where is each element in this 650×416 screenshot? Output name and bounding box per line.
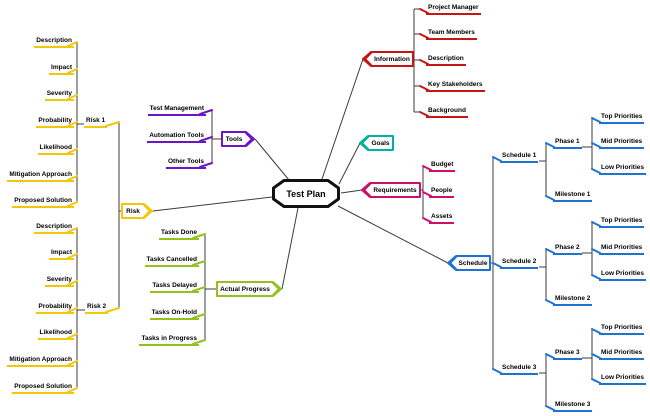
node-schedule-2[interactable]: Schedule 2: [500, 257, 539, 269]
node-risk2-mitigation-approach[interactable]: Mitigation Approach: [7, 355, 74, 367]
node-people[interactable]: People: [429, 186, 455, 198]
node-test-plan[interactable]: Test Plan: [272, 179, 340, 208]
tools-label: Tools: [225, 135, 243, 143]
node-information[interactable]: Information: [362, 51, 414, 67]
node-schedule-3[interactable]: Schedule 3: [500, 363, 539, 375]
node-risk1-impact[interactable]: Impact: [49, 63, 74, 75]
risk-banner-shape: [121, 203, 153, 219]
schedule-banner-shape: [447, 255, 491, 271]
node-tasks-cancelled[interactable]: Tasks Cancelled: [144, 255, 199, 267]
node-requirements[interactable]: Requirements: [361, 182, 421, 198]
node-risk1-likelihood[interactable]: Likelihood: [37, 143, 74, 155]
node-risk1-description[interactable]: Description: [34, 36, 74, 48]
risk-label: Risk: [126, 207, 140, 215]
node-risk-1[interactable]: Risk 1: [84, 116, 108, 128]
node-milestone-2[interactable]: Milestone 2: [553, 294, 593, 306]
node-other-tools[interactable]: Other Tools: [166, 157, 206, 169]
node-phase1-mid-priorities[interactable]: Mid Priorities: [599, 137, 645, 149]
node-goals[interactable]: Goals: [359, 135, 394, 151]
node-assets[interactable]: Assets: [429, 212, 455, 224]
node-phase-1[interactable]: Phase 1: [553, 137, 582, 149]
node-automation-tools[interactable]: Automation Tools: [147, 131, 206, 143]
node-risk[interactable]: Risk: [121, 203, 153, 219]
node-key-stakeholders[interactable]: Key Stakeholders: [426, 80, 485, 92]
node-background[interactable]: Background: [426, 106, 468, 118]
actual-progress-banner-shape: [216, 281, 282, 297]
node-risk2-impact[interactable]: Impact: [49, 248, 74, 260]
node-milestone-3[interactable]: Milestone 3: [553, 400, 593, 412]
node-risk1-severity[interactable]: Severity: [44, 89, 74, 101]
test-plan-label: Test Plan: [286, 188, 326, 199]
node-info-description[interactable]: Description: [426, 54, 466, 66]
node-phase3-mid-priorities[interactable]: Mid Priorities: [599, 348, 645, 360]
node-actual-progress[interactable]: Actual Progress: [216, 281, 282, 297]
node-risk-2[interactable]: Risk 2: [85, 302, 109, 314]
node-tasks-done[interactable]: Tasks Done: [158, 228, 199, 240]
node-phase-3[interactable]: Phase 3: [553, 348, 582, 360]
node-tasks-in-progress[interactable]: Tasks in Progress: [139, 334, 199, 346]
node-risk2-probability[interactable]: Probability: [36, 302, 74, 314]
node-phase2-top-priorities[interactable]: Top Priorities: [599, 216, 645, 228]
requirements-banner-shape: [361, 182, 421, 198]
node-schedule-1[interactable]: Schedule 1: [500, 151, 539, 163]
goals-banner-shape: [359, 135, 394, 151]
node-phase1-low-priorities[interactable]: Low Priorities: [599, 163, 646, 175]
node-risk2-likelihood[interactable]: Likelihood: [37, 328, 74, 340]
node-budget[interactable]: Budget: [429, 160, 456, 172]
information-label: Information: [374, 55, 410, 63]
node-risk2-severity[interactable]: Severity: [44, 275, 74, 287]
tools-banner-shape: [221, 131, 255, 147]
goals-label: Goals: [371, 139, 390, 147]
node-test-management[interactable]: Test Management: [147, 104, 206, 116]
actual-progress-label: Actual Progress: [220, 285, 270, 293]
node-tasks-on-hold[interactable]: Tasks On-Hold: [149, 308, 199, 320]
information-banner-shape: [362, 51, 414, 67]
node-phase1-top-priorities[interactable]: Top Priorities: [599, 112, 645, 124]
node-tasks-delayed[interactable]: Tasks Delayed: [150, 281, 199, 293]
schedule-label: Schedule: [458, 259, 488, 267]
node-milestone-1[interactable]: Milestone 1: [553, 190, 593, 202]
node-schedule[interactable]: Schedule: [447, 255, 491, 271]
test-plan-octagon-shape: [272, 179, 340, 208]
node-phase2-mid-priorities[interactable]: Mid Priorities: [599, 243, 645, 255]
requirements-label: Requirements: [373, 186, 417, 194]
node-phase3-top-priorities[interactable]: Top Priorities: [599, 323, 645, 335]
node-risk1-probability[interactable]: Probability: [36, 116, 74, 128]
node-project-manager[interactable]: Project Manager: [426, 3, 481, 15]
node-risk1-proposed-solution[interactable]: Proposed Solution: [12, 196, 74, 208]
node-team-members[interactable]: Team Members: [426, 28, 477, 40]
node-risk1-mitigation-approach[interactable]: Mitigation Approach: [7, 170, 74, 182]
node-risk2-proposed-solution[interactable]: Proposed Solution: [12, 382, 74, 394]
node-tools[interactable]: Tools: [221, 131, 255, 147]
node-phase-2[interactable]: Phase 2: [553, 243, 582, 255]
node-phase3-low-priorities[interactable]: Low Priorities: [599, 373, 646, 385]
node-risk2-description[interactable]: Description: [34, 222, 74, 234]
node-phase2-low-priorities[interactable]: Low Priorities: [599, 269, 646, 281]
